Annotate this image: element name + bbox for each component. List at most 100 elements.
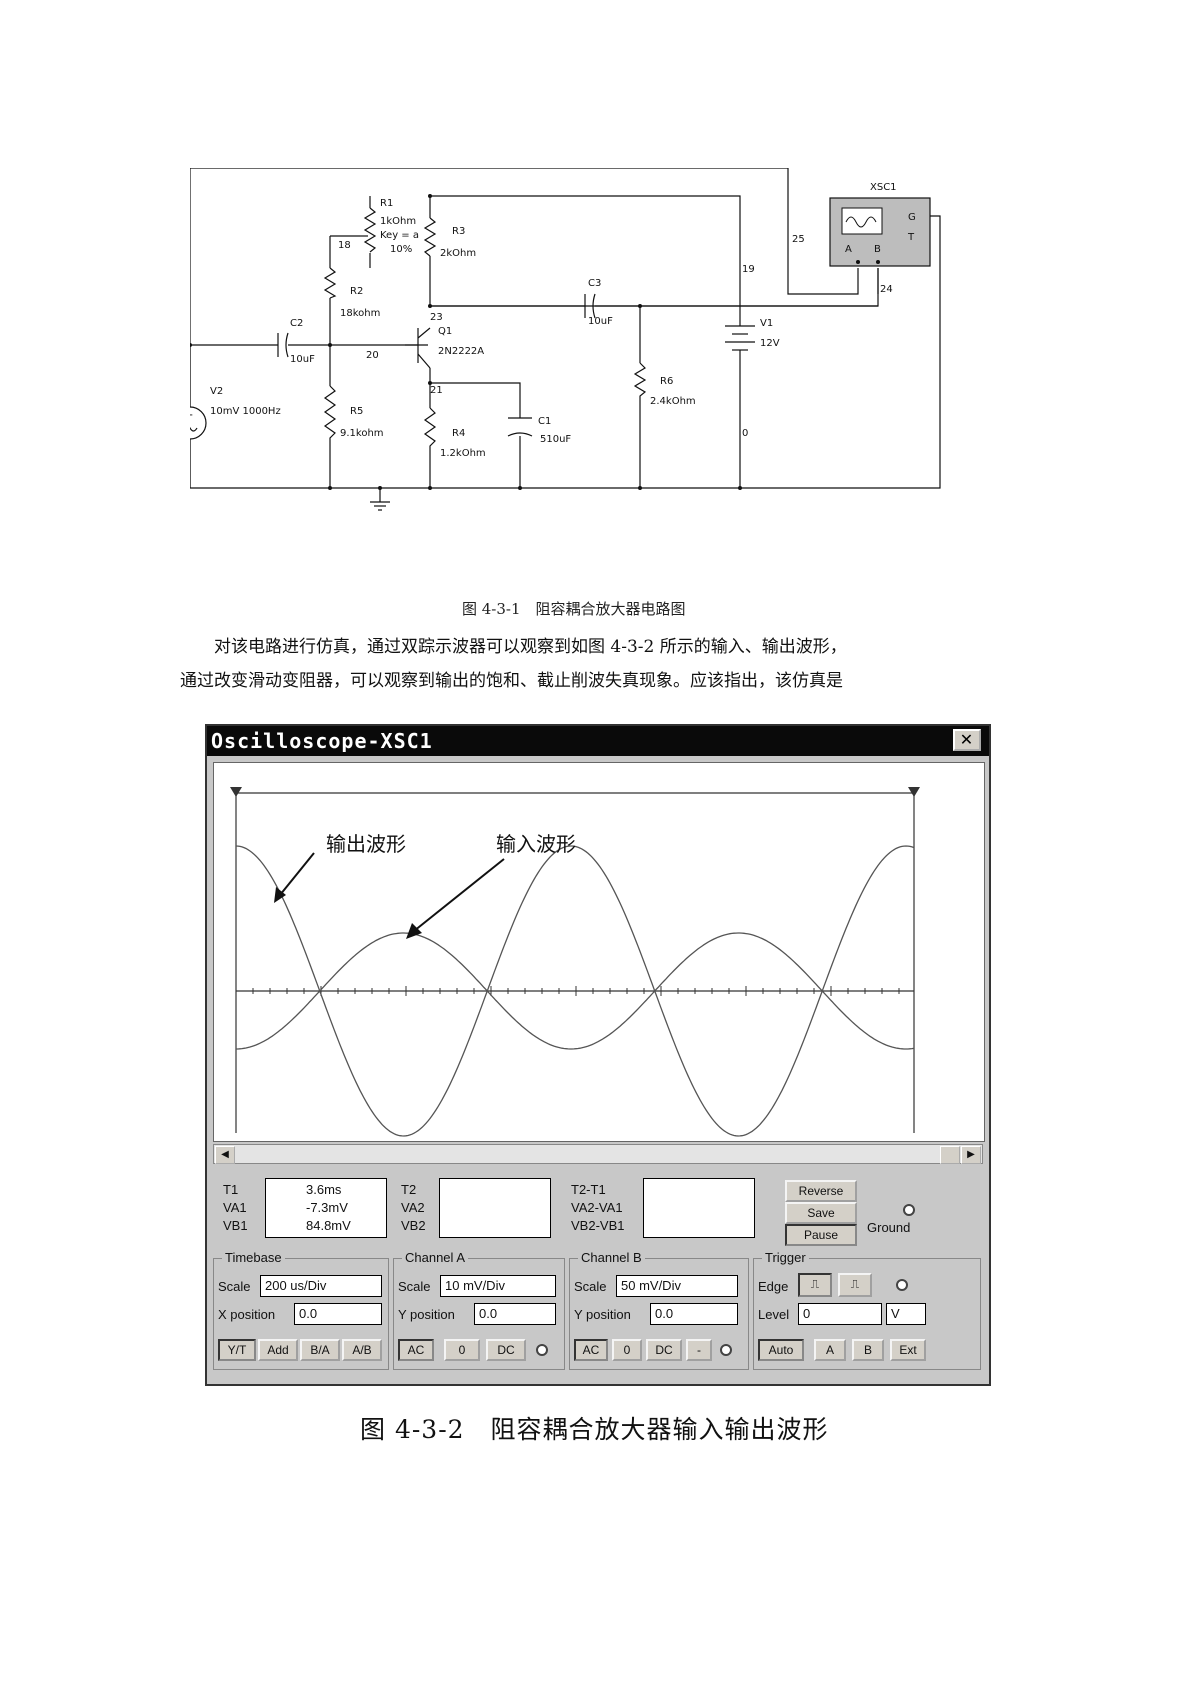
scroll-handle[interactable] [940, 1146, 960, 1164]
r1-percent: 10% [390, 244, 412, 255]
node-18: 18 [338, 240, 351, 251]
ground-radio[interactable] [903, 1204, 915, 1216]
timebase-title: Timebase [222, 1250, 285, 1265]
r6-value: 2.4kOhm [650, 396, 696, 407]
input-waveform-label: 输入波形 [496, 832, 576, 856]
output-arrowhead [274, 887, 286, 903]
channel-a-ypos-field[interactable]: 0.0 [474, 1303, 556, 1325]
trigger-radio[interactable] [896, 1279, 908, 1291]
v2-value: 10mV 1000Hz [210, 406, 281, 417]
scope-terminal-t: T [907, 232, 915, 243]
figure-caption-4-3-2: 图 4-3-2 阻容耦合放大器输入输出波形 [360, 1415, 829, 1444]
channel-b-radio[interactable] [720, 1344, 732, 1356]
node-24: 24 [880, 284, 893, 295]
v2-name: V2 [210, 386, 223, 397]
r3-name: R3 [452, 226, 465, 237]
output-waveform [235, 845, 915, 1137]
r5-name: R5 [350, 406, 363, 417]
r3-value: 2kOhm [440, 248, 476, 259]
paragraph-line-2: 通过改变滑动变阻器，可以观察到输出的饱和、截止削波失真现象。应该指出，该仿真是 [180, 671, 843, 691]
channel-b-ypos-label: Y position [574, 1307, 631, 1322]
t2-readout-box [439, 1178, 551, 1238]
r6-name: R6 [660, 376, 673, 387]
yt-button[interactable]: Y/T [218, 1339, 256, 1361]
channel-b-group: Channel B Scale 50 mV/Div Y position 0.0… [569, 1250, 749, 1370]
channel-b-dc-button[interactable]: DC [646, 1339, 682, 1361]
trigger-b-button[interactable]: B [852, 1339, 884, 1361]
channel-a-radio[interactable] [536, 1344, 548, 1356]
paragraph-line-1: 对该电路进行仿真，通过双踪示波器可以观察到如图 4-3-2 所示的输入、输出波形… [180, 630, 1020, 664]
auto-button[interactable]: Auto [758, 1339, 804, 1361]
channel-a-zero-button[interactable]: 0 [444, 1339, 480, 1361]
falling-edge-button[interactable]: ⎍ [838, 1273, 872, 1297]
channel-a-group: Channel A Scale 10 mV/Div Y position 0.0… [393, 1250, 565, 1370]
timebase-scale-field[interactable]: 200 us/Div [260, 1275, 382, 1297]
channel-a-scale-field[interactable]: 10 mV/Div [440, 1275, 556, 1297]
r1-name: R1 [380, 198, 393, 209]
waveform-plot: 输出波形 输入波形 [230, 787, 920, 1137]
q1-value: 2N2222A [438, 346, 484, 357]
add-button[interactable]: Add [258, 1339, 298, 1361]
a-over-b-button[interactable]: A/B [342, 1339, 382, 1361]
level-unit[interactable]: V [886, 1303, 926, 1325]
c3-name: C3 [588, 278, 601, 289]
difference-readout-box [643, 1178, 755, 1238]
channel-b-minus-button[interactable]: - [686, 1339, 712, 1361]
horizontal-scrollbar[interactable]: ◀ ▶ [213, 1144, 983, 1164]
b-over-a-button[interactable]: B/A [300, 1339, 340, 1361]
arrow-left-icon: ◀ [221, 1149, 229, 1160]
channel-b-scale-field[interactable]: 50 mV/Div [616, 1275, 738, 1297]
scroll-left-button[interactable]: ◀ [215, 1146, 235, 1164]
channel-b-title: Channel B [578, 1250, 645, 1265]
t1-value: 3.6ms [306, 1182, 342, 1197]
node-21: 21 [430, 385, 443, 396]
oscilloscope-window: Oscilloscope-XSC1 ✕ 输出波形 输入波形 ◀ ▶ T1 VA1 [205, 724, 991, 1386]
node-19: 19 [742, 264, 755, 275]
vb1-value: 84.8mV [306, 1218, 351, 1233]
trigger-title: Trigger [762, 1250, 809, 1265]
timebase-group: Timebase Scale 200 us/Div X position 0.0… [213, 1250, 389, 1370]
v1-value: 12V [760, 338, 780, 349]
channel-b-zero-button[interactable]: 0 [612, 1339, 642, 1361]
c3-value: 10uF [588, 316, 613, 327]
arrow-right-icon: ▶ [967, 1149, 975, 1160]
cursor-1-marker[interactable] [230, 787, 242, 797]
x-position-label: X position [218, 1307, 276, 1322]
scope-display[interactable]: 输出波形 输入波形 [213, 762, 985, 1142]
trigger-a-button[interactable]: A [814, 1339, 846, 1361]
r2-name: R2 [350, 286, 363, 297]
channel-b-scale-label: Scale [574, 1279, 607, 1294]
t1-readout-box: 3.6ms -7.3mV 84.8mV [265, 1178, 387, 1238]
channel-a-scale-label: Scale [398, 1279, 431, 1294]
x-position-field[interactable]: 0.0 [294, 1303, 382, 1325]
level-field[interactable]: 0 [798, 1303, 882, 1325]
r4-value: 1.2kOhm [440, 448, 486, 459]
falling-edge-icon: ⎍ [850, 1277, 860, 1291]
rising-edge-button[interactable]: ⎍ [798, 1273, 832, 1297]
cursor-2-marker[interactable] [908, 787, 920, 797]
va2-label: VA2 [401, 1200, 425, 1215]
channel-b-ac-button[interactable]: AC [574, 1339, 608, 1361]
channel-a-dc-button[interactable]: DC [486, 1339, 526, 1361]
va1-label: VA1 [223, 1200, 247, 1215]
va2-va1-label: VA2-VA1 [571, 1200, 623, 1215]
t2-label: T2 [401, 1182, 417, 1197]
channel-a-ac-button[interactable]: AC [398, 1339, 434, 1361]
v1-name: V1 [760, 318, 773, 329]
close-icon: ✕ [959, 730, 975, 749]
c1-name: C1 [538, 416, 551, 427]
r4-name: R4 [452, 428, 465, 439]
reverse-button[interactable]: Reverse [785, 1180, 857, 1202]
timebase-scale-label: Scale [218, 1279, 251, 1294]
pause-button[interactable]: Pause [785, 1224, 857, 1246]
va1-value: -7.3mV [306, 1200, 348, 1215]
node-23: 23 [430, 312, 443, 323]
save-button[interactable]: Save [785, 1202, 857, 1224]
channel-b-ypos-field[interactable]: 0.0 [650, 1303, 738, 1325]
ground-label: Ground [867, 1220, 911, 1235]
close-button[interactable]: ✕ [953, 729, 981, 751]
ext-button[interactable]: Ext [890, 1339, 926, 1361]
r2-value: 18kohm [340, 308, 380, 319]
channel-a-title: Channel A [402, 1250, 468, 1265]
scroll-right-button[interactable]: ▶ [961, 1146, 981, 1164]
